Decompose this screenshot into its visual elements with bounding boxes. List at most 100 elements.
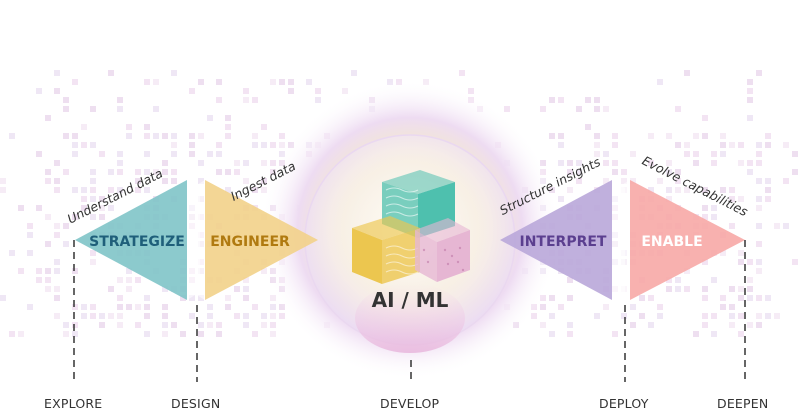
mosaic-tile [234,313,240,319]
mosaic-tile [639,295,645,301]
mosaic-tile [117,187,123,193]
mosaic-tile [702,286,708,292]
mosaic-tile [243,178,249,184]
mosaic-tile [576,169,582,175]
mosaic-tile [666,286,672,292]
mosaic-tile [684,286,690,292]
mosaic-tile [207,313,213,319]
mosaic-tile [729,286,735,292]
mosaic-tile [270,295,276,301]
mosaic-tile [747,97,753,103]
mosaic-tile [621,169,627,175]
mosaic-tile [549,313,555,319]
mosaic-tile [711,214,717,220]
pink-cube [415,218,470,282]
mosaic-tile [765,295,771,301]
mosaic-tile [747,160,753,166]
mosaic-tile [675,286,681,292]
mosaic-tile [756,151,762,157]
mosaic-tile [72,331,78,337]
mosaic-tile [702,259,708,265]
mosaic-tile [18,331,24,337]
mosaic-tile [225,133,231,139]
mosaic-tile [90,169,96,175]
ai-ml-label: AI / ML [372,288,449,312]
mosaic-tile [117,277,123,283]
interpret-triangle [500,180,612,300]
mosaic-tile [198,178,204,184]
mosaic-tile [72,151,78,157]
enable-label: ENABLE [641,234,702,250]
mosaic-tile [594,142,600,148]
mosaic-tile [126,268,132,274]
mosaic-tile [288,88,294,94]
mosaic-tile [261,124,267,130]
mosaic-tile [171,70,177,76]
mosaic-tile [540,304,546,310]
mosaic-tile [135,322,141,328]
mosaic-tile [657,178,663,184]
mosaic-tile [279,133,285,139]
mosaic-tile [675,142,681,148]
mosaic-tile [261,187,267,193]
mosaic-tile [126,124,132,130]
mosaic-tile [693,151,699,157]
mosaic-tile [702,133,708,139]
mosaic-tile [63,331,69,337]
mosaic-tile [738,313,744,319]
mosaic-tile [63,133,69,139]
mosaic-tile [630,151,636,157]
mosaic-tile [261,313,267,319]
mosaic-tile [108,205,114,211]
mosaic-tile [603,178,609,184]
mosaic-tile [657,79,663,85]
mosaic-tile [252,304,258,310]
mosaic-tile [63,241,69,247]
mosaic-tile [117,295,123,301]
mosaic-tile [216,151,222,157]
mosaic-tile [774,313,780,319]
mosaic-tile [171,322,177,328]
mosaic-tile [675,187,681,193]
mosaic-tile [657,304,663,310]
mosaic-tile [468,88,474,94]
phase-deploy: DEPLOY [599,396,649,411]
mosaic-tile [567,295,573,301]
phase-lines [73,240,746,382]
mosaic-tile [315,97,321,103]
mosaic-tile [189,151,195,157]
mosaic-tile [144,331,150,337]
mosaic-tile [711,160,717,166]
mosaic-tile [666,160,672,166]
mosaic-tile [117,322,123,328]
mosaic-tile [666,196,672,202]
mosaic-tile [189,133,195,139]
mosaic-tile [612,142,618,148]
mosaic-tile [648,133,654,139]
mosaic-tile [558,304,564,310]
mosaic-tile [576,178,582,184]
mosaic-tile [459,70,465,76]
mosaic-tile [738,250,744,256]
mosaic-tile [126,277,132,283]
mosaic-tile [252,331,258,337]
yellow-cube [352,216,420,284]
mosaic-tile [198,331,204,337]
mosaic-tile [738,331,744,337]
mosaic-tile [702,214,708,220]
mosaic-tile [702,115,708,121]
mosaic-tile [162,304,168,310]
mosaic-tile [108,187,114,193]
mosaic-tile [270,331,276,337]
mosaic-tile [756,142,762,148]
mosaic-tile [765,187,771,193]
mosaic-tile [729,142,735,148]
mosaic-tile [675,277,681,283]
mosaic-tile [747,115,753,121]
mosaic-tile [738,160,744,166]
mosaic-tile [549,331,555,337]
strategize-label: STRATEGIZE [89,234,185,250]
mosaic-tile [756,268,762,274]
mosaic-tile [72,133,78,139]
mosaic-tile [243,88,249,94]
